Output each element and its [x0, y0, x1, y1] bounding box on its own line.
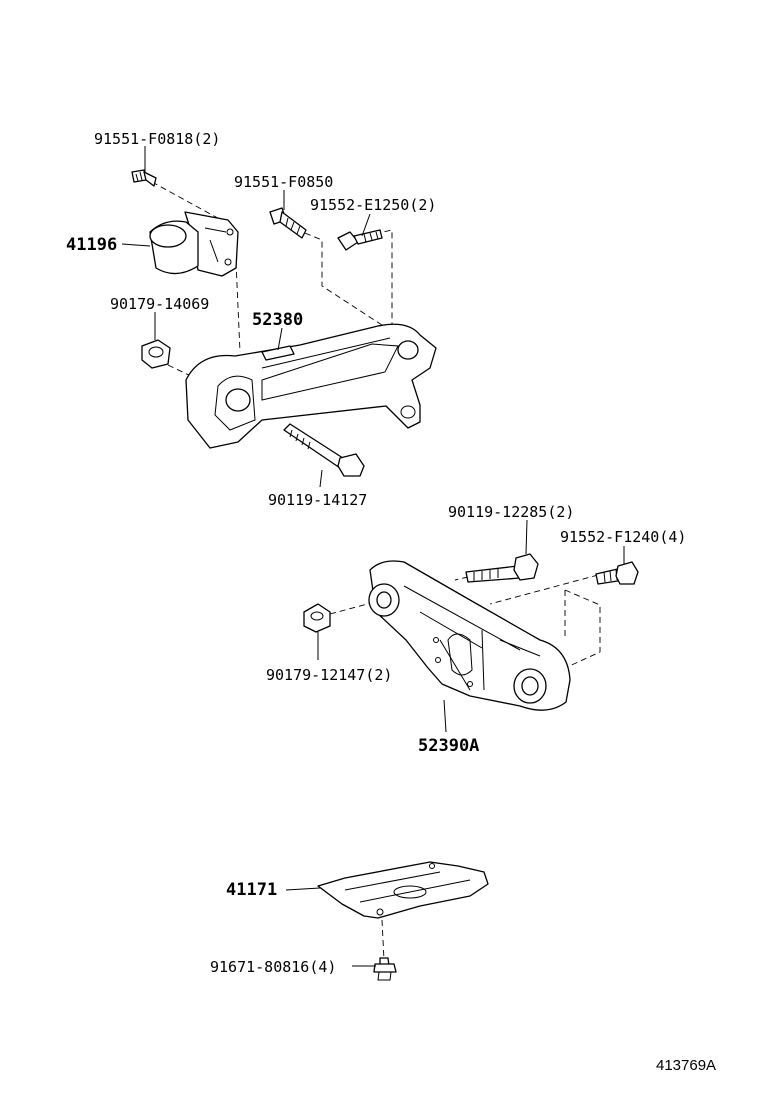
leader-lines: [121, 146, 625, 967]
label-41171: 41171: [226, 880, 277, 900]
label-91671-80816: 91671-80816(4): [210, 958, 336, 976]
label-90119-12285: 90119-12285(2): [448, 503, 574, 521]
label-91552-e1250: 91552-E1250(2): [310, 196, 436, 214]
bolt-91671-80816[interactable]: [373, 957, 397, 981]
label-41196: 41196: [66, 235, 117, 255]
label-91551-f0850: 91551-F0850: [234, 173, 333, 191]
label-91552-f1240: 91552-F1240(4): [560, 528, 686, 546]
assembly-dashed-lines: [151, 181, 601, 961]
nut-90179-12147[interactable]: [303, 603, 331, 633]
bolt-91551-f0850[interactable]: [269, 207, 307, 239]
label-52380: 52380: [252, 310, 303, 330]
plate-41171[interactable]: [317, 861, 489, 919]
bolt-91552-e1250[interactable]: [337, 229, 383, 251]
label-90179-14069: 90179-14069: [110, 295, 209, 313]
nut-90179-14069[interactable]: [141, 339, 171, 369]
label-91551-f0818: 91551-F0818(2): [94, 130, 220, 148]
part-labels: 91551-F0818(2) 91551-F0850 91552-E1250(2…: [66, 130, 686, 976]
bracket-52380[interactable]: [185, 323, 437, 449]
bracket-52390a[interactable]: [368, 560, 571, 711]
damper-41196[interactable]: [149, 211, 239, 277]
bolt-90119-14127[interactable]: [283, 423, 365, 477]
label-90119-14127: 90119-14127: [268, 491, 367, 509]
bolt-91552-f1240[interactable]: [595, 561, 639, 585]
bolt-91551-f0818[interactable]: [131, 169, 157, 187]
illustration-id: 413769A: [656, 1057, 716, 1074]
bolt-90119-12285[interactable]: [465, 553, 539, 583]
label-90179-12147: 90179-12147(2): [266, 666, 392, 684]
label-52390a: 52390A: [418, 736, 479, 756]
